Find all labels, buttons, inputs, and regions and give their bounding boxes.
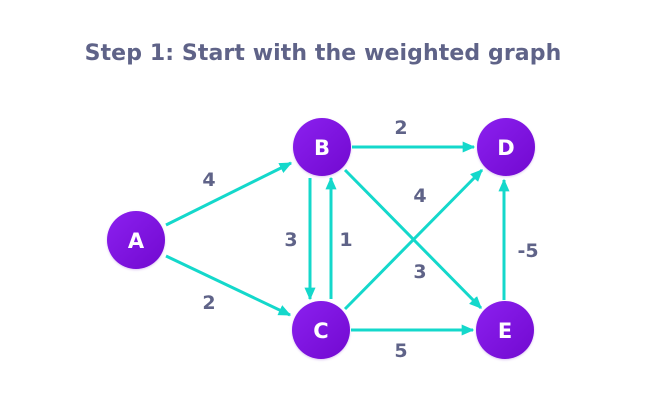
weight-label-c-b: 1 <box>339 229 352 251</box>
node-d-circle[interactable] <box>477 118 535 176</box>
weight-label-b-e: 3 <box>413 261 426 283</box>
edge-a-c <box>165 254 292 317</box>
node-b[interactable]: B <box>293 118 351 176</box>
weight-label-c-d: 4 <box>413 185 426 207</box>
node-d[interactable]: D <box>477 118 535 176</box>
node-a-label: A <box>128 229 145 253</box>
edge-a-b <box>165 161 293 227</box>
edge-b-e <box>343 168 483 310</box>
weight-label-b-d: 2 <box>394 117 407 139</box>
weight-label-b-c: 3 <box>284 229 297 251</box>
node-a[interactable]: A <box>107 211 165 269</box>
node-c[interactable]: C <box>292 301 350 359</box>
node-d-label: D <box>497 136 514 160</box>
weight-label-e-d: -5 <box>517 240 538 262</box>
weight-labels-group: 4 2 2 3 1 4 3 5 -5 <box>202 117 538 362</box>
page-title: Step 1: Start with the weighted graph <box>84 41 562 66</box>
node-e-circle[interactable] <box>476 301 534 359</box>
node-b-circle[interactable] <box>293 118 351 176</box>
node-c-label: C <box>313 319 328 343</box>
weight-label-c-e: 5 <box>394 340 407 362</box>
node-c-circle[interactable] <box>292 301 350 359</box>
weight-label-a-c: 2 <box>202 292 215 314</box>
node-e[interactable]: E <box>476 301 534 359</box>
edges-group <box>165 141 510 336</box>
weight-label-a-b: 4 <box>202 169 215 191</box>
node-a-circle[interactable] <box>107 211 165 269</box>
node-b-label: B <box>314 136 330 160</box>
node-e-label: E <box>498 319 512 343</box>
